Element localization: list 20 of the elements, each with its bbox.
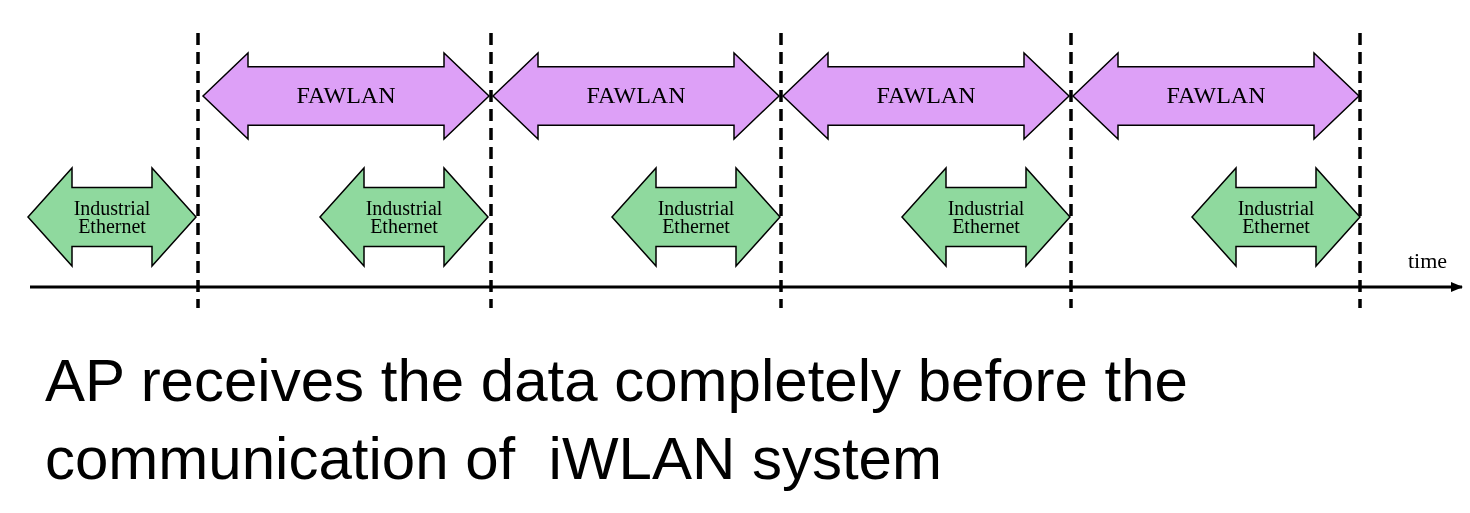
time-period-block bbox=[28, 168, 196, 266]
period-label: FAWLAN bbox=[295, 85, 397, 107]
period-label: FAWLAN bbox=[585, 85, 687, 107]
period-label: Industrial Ethernet bbox=[72, 199, 152, 235]
time-period-block bbox=[902, 168, 1070, 266]
period-label: Industrial Ethernet bbox=[364, 199, 444, 235]
period-label: Industrial Ethernet bbox=[946, 199, 1026, 235]
axis-label: time bbox=[1408, 248, 1448, 274]
time-period-block bbox=[783, 53, 1069, 139]
period-label: Industrial Ethernet bbox=[1236, 199, 1316, 235]
time-period-block bbox=[203, 53, 489, 139]
period-label: FAWLAN bbox=[875, 85, 977, 107]
time-period-block bbox=[320, 168, 488, 266]
time-period-block bbox=[1073, 53, 1359, 139]
time-period-block bbox=[493, 53, 779, 139]
period-label: Industrial Ethernet bbox=[656, 199, 736, 235]
time-period-block bbox=[612, 168, 780, 266]
time-period-block bbox=[1192, 168, 1360, 266]
caption: AP receives the data completely before the communication of iWLAN system bbox=[45, 346, 1189, 494]
period-label: FAWLAN bbox=[1165, 85, 1267, 107]
